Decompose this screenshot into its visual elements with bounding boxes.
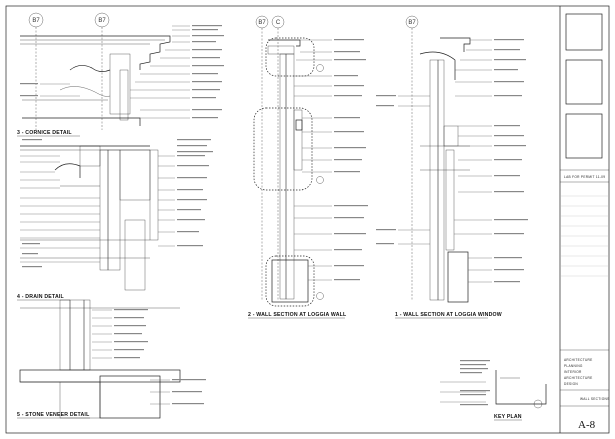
grid-bubble-label: C bbox=[276, 20, 281, 26]
firm-line: ARCHITECTURE bbox=[564, 376, 593, 380]
permit-status: LAB FOR PERMIT 11-09 bbox=[564, 175, 605, 179]
loggia-wall-section-title: 2 - WALL SECTION AT LOGGIA WALL bbox=[248, 312, 347, 318]
grid-bubble-3: B7 bbox=[255, 15, 269, 29]
firm-line: ARCHITECTURE bbox=[564, 358, 593, 362]
sheet-number: A-8 bbox=[578, 419, 596, 431]
stone-veneer-detail: 5 - STONE VENEER DETAIL bbox=[17, 299, 206, 419]
sheet-title: WALL SECTIONS bbox=[580, 397, 610, 401]
firm-line: INTERIOR bbox=[564, 370, 582, 374]
grid-bubble-5: B7 bbox=[405, 15, 419, 29]
loggia-window-section: B7 bbox=[376, 15, 528, 319]
grid-bubble-label: B7 bbox=[408, 20, 416, 26]
grid-bubble-4: C bbox=[271, 15, 285, 29]
grid-bubble-2: B7 bbox=[94, 12, 110, 28]
firm-line: DESIGN bbox=[564, 382, 578, 386]
key-plan-title: KEY PLAN bbox=[494, 414, 522, 420]
grid-bubble-1: B7 bbox=[28, 12, 44, 28]
grid-bubble-label: B7 bbox=[32, 18, 40, 24]
drain-detail-title: 4 - DRAIN DETAIL bbox=[17, 294, 65, 300]
loggia-window-section-title: 1 - WALL SECTION AT LOGGIA WINDOW bbox=[395, 312, 502, 318]
cornice-detail-title: 3 - CORNICE DETAIL bbox=[17, 130, 72, 136]
drain-detail: 4 - DRAIN DETAIL bbox=[17, 139, 213, 301]
stone-veneer-detail-title: 5 - STONE VENEER DETAIL bbox=[17, 412, 90, 418]
title-block: LAB FOR PERMIT 11-09 ARCHITECTURE PLANNI… bbox=[559, 6, 610, 433]
key-plan: KEY PLAN bbox=[440, 360, 547, 421]
firm-line: PLANNING bbox=[564, 364, 583, 368]
grid-bubble-label: B7 bbox=[98, 18, 106, 24]
grid-bubble-label: B7 bbox=[258, 20, 266, 26]
sheet-border bbox=[5, 5, 610, 434]
loggia-wall-section: B7 C bbox=[248, 15, 368, 319]
cornice-detail: B7 B7 bbox=[17, 12, 224, 137]
